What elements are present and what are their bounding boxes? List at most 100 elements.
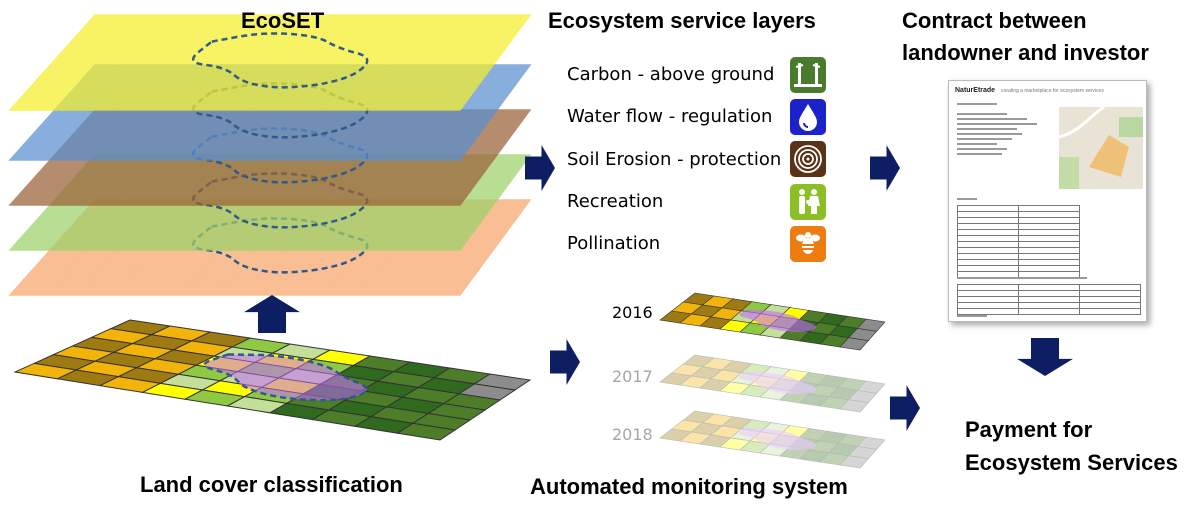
service-label-carbon: Carbon - above ground <box>567 64 775 85</box>
monitoring-cell <box>856 380 886 394</box>
monitoring-cell <box>729 428 762 442</box>
monitoring-grid-2018 <box>659 410 886 469</box>
monitoring-cell <box>659 372 693 386</box>
monitoring-cell <box>659 428 693 442</box>
document-text-line <box>957 153 1002 155</box>
monitoring-cell <box>679 375 712 389</box>
document-text-line <box>957 118 1027 120</box>
contract-document: NaturEtrade creating a marketplace for e… <box>948 80 1147 322</box>
yellow-layer-gridline <box>44 14 129 111</box>
monitoring-cell <box>819 452 850 466</box>
yellow-layer-gridline <box>390 14 464 111</box>
monitoring-cell <box>818 374 848 388</box>
monitoring-cell <box>721 360 753 374</box>
land-cover-grid <box>13 319 532 441</box>
document-text-line <box>957 143 997 145</box>
monitoring-cell <box>839 455 869 469</box>
monitoring-cell <box>719 381 752 395</box>
monitoring-cell <box>679 431 712 445</box>
land-cover-cell <box>396 422 457 441</box>
family-icon <box>790 184 826 220</box>
document-text-line <box>957 128 1017 130</box>
service-label-pollination: Pollination <box>567 233 661 254</box>
ecoset-heading: EcoSET <box>241 8 325 33</box>
monitoring-cell <box>837 377 867 391</box>
monitoring-cell <box>699 434 732 448</box>
land-cover-region <box>203 353 368 402</box>
year-label-2018: 2018 <box>612 425 653 444</box>
monitoring-cell <box>740 363 772 377</box>
monitoring-cell <box>759 443 791 457</box>
yellow-layer-gridline <box>78 14 163 111</box>
arrow-to-monitoring <box>550 339 580 385</box>
monitoring-cell <box>769 378 800 392</box>
document-text-line <box>957 133 1022 135</box>
monitoring-cell <box>848 446 878 459</box>
document-text-line <box>957 113 1007 115</box>
monitoring-cell <box>759 422 791 435</box>
yellow-layer-region-outline <box>192 32 369 89</box>
monitoring-cell <box>701 413 734 427</box>
soil-rings-icon <box>790 141 826 177</box>
document-text-line <box>957 198 977 200</box>
monitoring-cell <box>799 449 830 463</box>
service-label-recreation: Recreation <box>567 191 664 212</box>
monitoring-cell <box>856 436 886 450</box>
monitoring-cell <box>740 419 772 433</box>
ecoset-layer-stack <box>8 14 532 296</box>
yellow-layer-gridline <box>355 14 431 111</box>
monitoring-cell <box>719 437 752 451</box>
monitoring-cell <box>759 387 791 401</box>
document-map <box>1058 105 1143 189</box>
document-tagline: creating a marketplace for ecosystem ser… <box>1001 88 1104 94</box>
monitoring-cell <box>710 369 743 383</box>
yellow-layer-gridline <box>113 14 196 111</box>
monitoring-cell <box>779 446 810 460</box>
yellow-layer-plane <box>8 14 532 111</box>
monitoring-cell <box>789 381 820 395</box>
monitoring-cell <box>682 354 715 368</box>
monitoring-grid-2016 <box>659 292 886 351</box>
yellow-layer-gridline <box>286 14 364 111</box>
document-text-line <box>957 148 1007 150</box>
monitoring-cell <box>798 428 829 441</box>
monitoring-cell <box>739 440 771 454</box>
monitoring-cell <box>769 434 800 448</box>
monitoring-cell <box>739 384 771 398</box>
monitoring-cell <box>721 416 753 430</box>
payment-heading-line2: Ecosystem Services <box>965 450 1178 475</box>
yellow-layer-gridline <box>182 14 263 111</box>
arrow-down-to-payment <box>1017 338 1073 376</box>
monitoring-cell <box>798 372 829 385</box>
monitoring-cell <box>818 430 848 444</box>
bee-icon <box>790 226 826 262</box>
arrow-to-contract <box>870 145 900 191</box>
tree-icon <box>790 57 826 93</box>
document-table-land-cover <box>957 205 1080 278</box>
arrow-to-payment <box>890 385 920 431</box>
monitoring-grids <box>659 292 886 469</box>
yellow-layer-gridline <box>148 14 230 111</box>
payment-heading-line1: Payment for <box>965 417 1093 442</box>
yellow-layer <box>8 14 532 111</box>
document-table-services <box>957 284 1141 315</box>
service-layers-heading: Ecosystem service layers <box>548 8 816 33</box>
year-label-2016: 2016 <box>612 303 653 322</box>
monitoring-region <box>739 427 817 450</box>
monitoring-cell <box>710 425 743 439</box>
monitoring-region <box>739 371 817 394</box>
document-brand: NaturEtrade <box>955 87 996 94</box>
monitoring-cell <box>701 357 734 371</box>
monitoring-cell <box>779 390 810 404</box>
contract-heading-line2: landowner and investor <box>902 40 1149 65</box>
monitoring-cell <box>682 410 715 424</box>
monitoring-cell <box>759 366 791 379</box>
document-text-line <box>957 315 987 317</box>
monitoring-cell <box>779 369 810 382</box>
service-label-water: Water flow - regulation <box>567 106 773 127</box>
monitoring-cell <box>839 337 869 351</box>
monitoring-cell <box>729 372 762 386</box>
monitoring-cell <box>799 393 830 407</box>
monitoring-cell <box>670 419 704 433</box>
